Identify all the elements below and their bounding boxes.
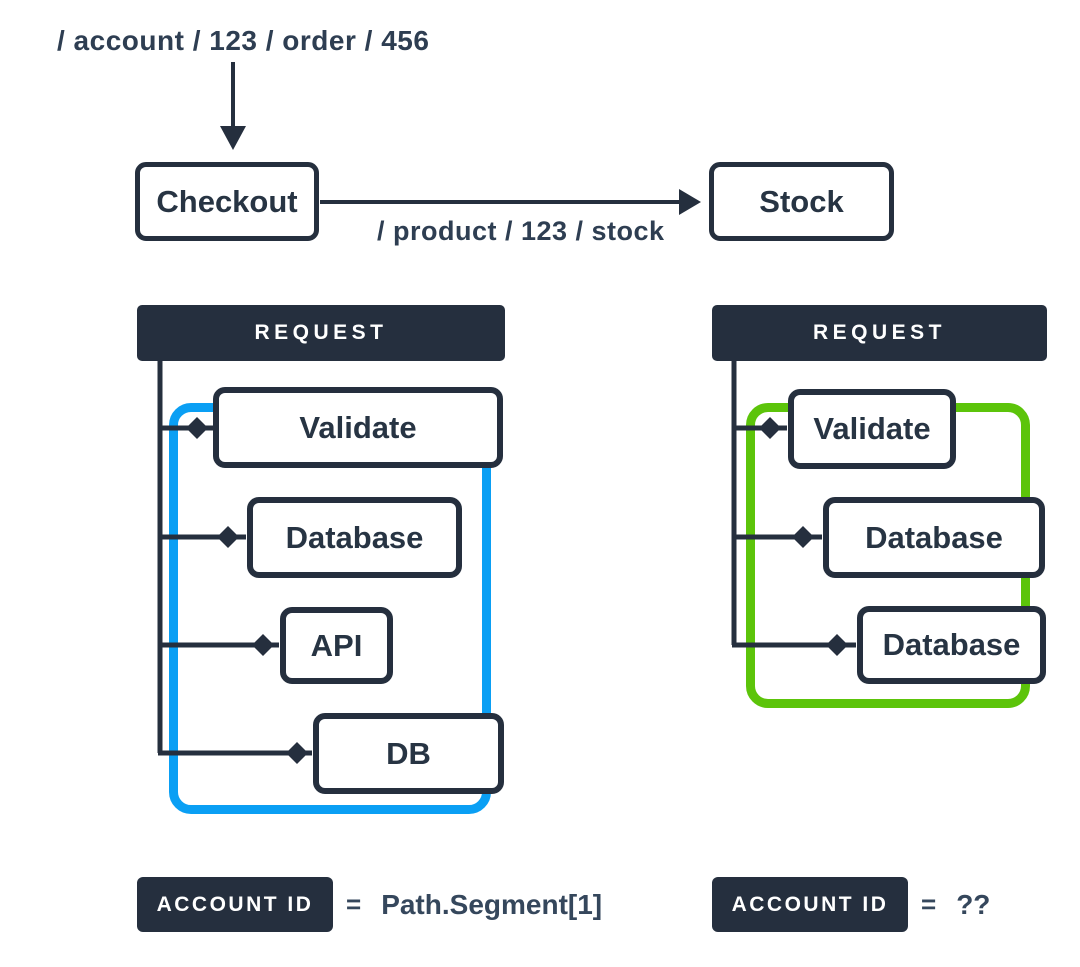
right-span-database-2: Database — [857, 606, 1046, 684]
span-label: API — [310, 627, 363, 663]
span-label: Database — [865, 519, 1003, 555]
outgoing-path-label: / product / 123 / stock — [377, 216, 665, 246]
span-label: Validate — [299, 409, 417, 445]
right-account-id-badge: ACCOUNT ID — [712, 877, 908, 932]
stock-node: Stock — [709, 162, 894, 241]
left-request-header: REQUEST — [137, 305, 505, 361]
equals-sign: = — [346, 889, 362, 919]
left-span-validate: Validate — [213, 387, 503, 468]
right-arrow — [320, 189, 701, 215]
right-account-id-equation: = ?? — [921, 877, 990, 932]
left-account-id-badge: ACCOUNT ID — [137, 877, 333, 932]
equals-sign: = — [921, 889, 937, 919]
down-arrow — [220, 62, 246, 150]
span-label: Database — [882, 627, 1021, 662]
span-label: Database — [285, 519, 424, 555]
right-span-database-1: Database — [823, 497, 1045, 578]
span-label: Validate — [813, 411, 931, 446]
left-trace-diamond-icons — [186, 417, 308, 764]
checkout-node-label: Checkout — [156, 183, 298, 219]
left-span-db: DB — [313, 713, 504, 794]
left-account-id-equation: = Path.Segment[1] — [346, 877, 602, 932]
right-request-header: REQUEST — [712, 305, 1047, 361]
right-span-validate: Validate — [788, 389, 956, 469]
stock-node-label: Stock — [759, 183, 844, 219]
left-span-database: Database — [247, 497, 462, 578]
checkout-node: Checkout — [135, 162, 319, 241]
right-trace-diamond-icons — [759, 417, 848, 656]
incoming-path-label: / account / 123 / order / 456 — [57, 25, 430, 56]
account-id-value: Path.Segment[1] — [381, 888, 603, 920]
span-label: DB — [386, 735, 431, 771]
left-span-api: API — [280, 607, 393, 684]
account-id-value: ?? — [956, 888, 991, 920]
